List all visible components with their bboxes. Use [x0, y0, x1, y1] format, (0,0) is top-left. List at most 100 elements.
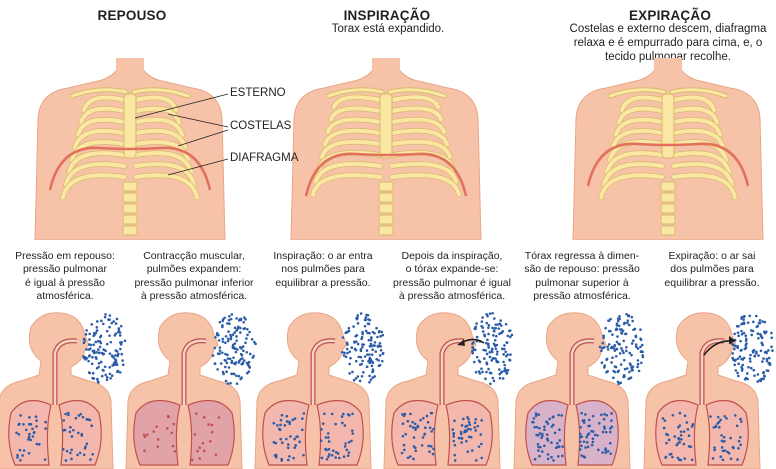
lung-particle — [454, 459, 457, 462]
lung-particle — [739, 444, 742, 447]
air-particle — [509, 359, 512, 362]
air-particle — [620, 363, 623, 366]
air-particle — [377, 345, 380, 348]
air-particle — [740, 330, 743, 333]
air-particle — [491, 327, 494, 330]
air-particle — [96, 326, 99, 329]
lung-particle — [18, 422, 21, 425]
lung-particle — [427, 445, 430, 448]
lung-particle — [170, 432, 173, 435]
air-particle — [219, 321, 222, 324]
air-particle — [619, 352, 622, 355]
air-particle — [631, 316, 634, 319]
lung-particle — [464, 425, 467, 428]
air-particle — [618, 343, 621, 346]
lung-particle — [155, 425, 158, 428]
air-particle — [735, 369, 738, 372]
air-particle — [85, 329, 88, 332]
lung-particle — [592, 430, 595, 433]
air-particle — [502, 361, 505, 364]
air-particle — [770, 336, 773, 339]
air-particle — [604, 327, 607, 330]
air-particle — [227, 330, 230, 333]
lung-particle — [411, 421, 414, 424]
air-particle — [757, 373, 760, 376]
lung-particle — [558, 428, 561, 431]
vertebra — [379, 182, 393, 191]
lung-particle — [44, 427, 47, 430]
air-particle — [622, 340, 625, 343]
air-particle — [109, 373, 112, 376]
lung-particle — [294, 417, 297, 420]
air-particle — [381, 331, 384, 334]
lung-particle — [537, 449, 540, 452]
lung-particle — [23, 449, 26, 452]
air-particle — [609, 318, 612, 321]
air-particle — [376, 336, 379, 339]
vertebra — [123, 204, 137, 213]
air-particle — [623, 323, 626, 326]
air-particle — [740, 349, 743, 352]
air-particle — [225, 380, 228, 383]
air-particle — [227, 338, 230, 341]
lung-particle — [668, 439, 671, 442]
air-particle — [100, 334, 103, 337]
air-particle — [365, 330, 368, 333]
air-particle — [617, 370, 620, 373]
lung-particle — [328, 448, 331, 451]
lung-particle — [403, 414, 406, 417]
air-particle — [362, 371, 365, 374]
lung-particle — [585, 436, 588, 439]
air-particle — [472, 341, 475, 344]
lung-particle — [588, 419, 591, 422]
air-particle — [627, 378, 630, 381]
air-particle — [120, 353, 123, 356]
lung-particle — [90, 424, 93, 427]
lung-particle — [22, 423, 25, 426]
air-particle — [96, 378, 99, 381]
lung-particle — [429, 426, 432, 429]
air-particle — [742, 322, 745, 325]
lung-particle — [407, 456, 410, 459]
lung-particle — [287, 447, 290, 450]
air-particle — [353, 379, 356, 382]
air-particle — [229, 382, 232, 385]
lung-particle — [412, 458, 415, 461]
air-particle — [487, 333, 490, 336]
lung-particle — [328, 440, 331, 443]
lung-particle — [466, 416, 469, 419]
air-particle — [119, 334, 122, 337]
lung-left — [134, 401, 180, 466]
air-particle — [495, 335, 498, 338]
lung-particle — [78, 414, 81, 417]
air-particle — [104, 313, 107, 316]
lung-particle — [547, 453, 550, 456]
lung-particle — [18, 433, 21, 436]
air-particle — [371, 348, 374, 351]
air-particle — [346, 348, 349, 351]
lung-particle — [211, 431, 214, 434]
air-particle — [771, 349, 774, 352]
air-particle — [599, 346, 602, 349]
caption-line: Inspiração: o ar entra — [257, 250, 389, 263]
air-particle — [614, 371, 617, 374]
air-particle — [625, 346, 628, 349]
air-particle — [361, 333, 364, 336]
air-particle — [481, 320, 484, 323]
air-particle — [617, 320, 620, 323]
air-particle — [371, 371, 374, 374]
air-particle — [497, 327, 500, 330]
air-particle — [750, 367, 753, 370]
air-particle — [230, 335, 233, 338]
caption-line: equilibrar a pressão. — [257, 277, 389, 290]
lung-particle — [610, 419, 613, 422]
lung-particle — [207, 423, 210, 426]
lung-particle — [144, 436, 147, 439]
air-particle — [755, 352, 758, 355]
lung-particle — [280, 459, 283, 462]
lung-panel-3 — [255, 312, 384, 469]
air-particle — [242, 345, 245, 348]
air-particle — [221, 320, 224, 323]
air-particle — [107, 318, 110, 321]
air-particle — [748, 315, 751, 318]
